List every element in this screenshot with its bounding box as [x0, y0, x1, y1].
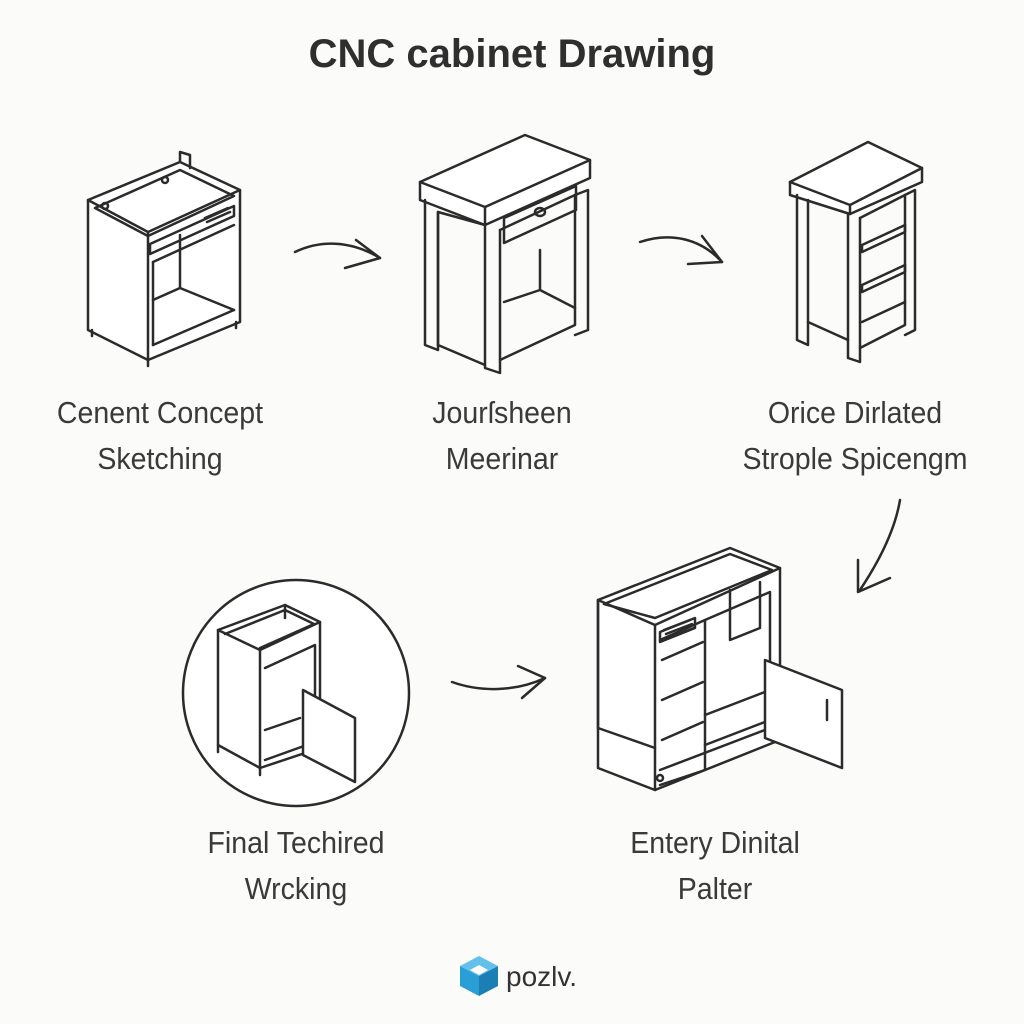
step-label-1: Cenent Concept Sketching — [56, 395, 264, 476]
step-label-3: Orice Dirlated Strople Spicengm — [742, 395, 968, 476]
cabinet-shelf-unit — [788, 140, 924, 364]
cabinet-digital-pattern — [596, 546, 844, 792]
step-label-4: Final Techired Wrcking — [207, 825, 385, 906]
cabinet-final-working — [181, 578, 411, 808]
arrow-3 — [856, 498, 902, 594]
arrow-1 — [293, 238, 382, 270]
cabinet-assembled-frame — [418, 133, 592, 375]
step-label-2: Jourſsheen Meerinar — [432, 395, 572, 476]
step-label-5: Entery Dinital Palter — [630, 825, 800, 906]
arrow-2 — [638, 234, 724, 266]
cabinet-concept-sketch — [86, 150, 242, 368]
diagram-title: CNC cabinet Drawing — [308, 32, 716, 76]
logo-text: pozlv. — [506, 961, 578, 992]
logo-cube-icon — [460, 956, 498, 996]
arrow-4 — [450, 664, 547, 700]
brand-logo: pozlv. — [458, 955, 598, 999]
